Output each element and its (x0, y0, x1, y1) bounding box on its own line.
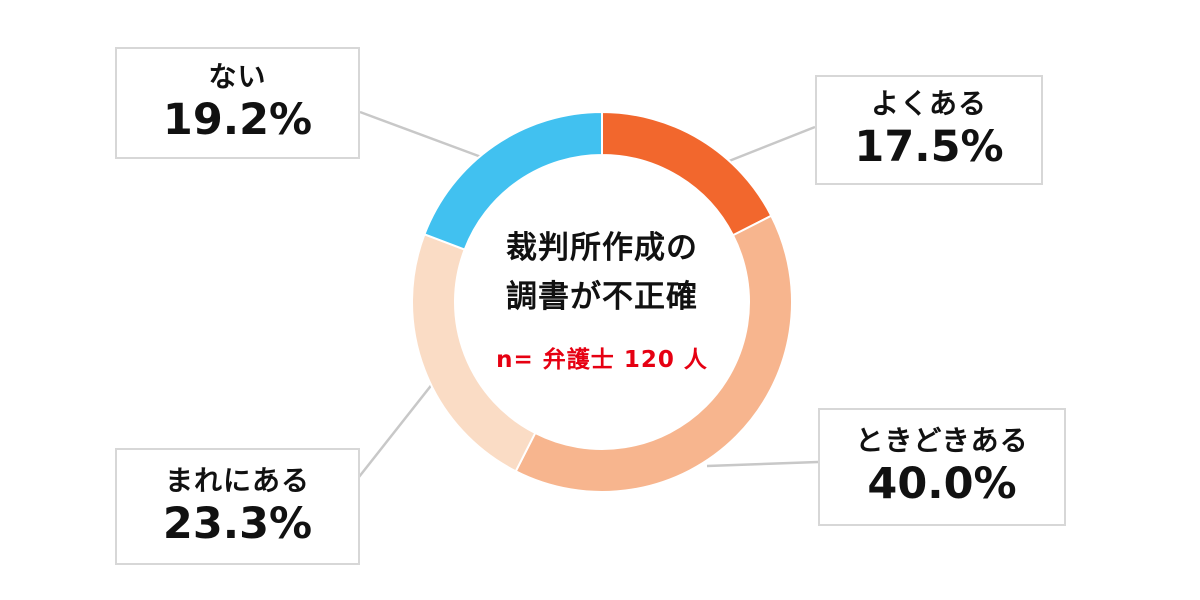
connector-line-yokuaru (723, 125, 816, 165)
callout-box-yokuaru: よくある 17.5% (815, 75, 1043, 185)
callout-box-tokidoki: ときどきある 40.0% (818, 408, 1066, 526)
donut-segments (411, 110, 793, 493)
callout-box-mareni: まれにある 23.3% (115, 448, 360, 565)
callout-box-nai: ない 19.2% (115, 47, 360, 159)
donut-segment-nai (423, 110, 603, 251)
segment-percentage: 23.3% (162, 498, 313, 549)
connector-line-nai (359, 110, 493, 163)
segment-label: まれにある (164, 463, 310, 497)
segment-label: よくある (870, 87, 987, 120)
connector-lines (354, 110, 819, 483)
donut-segment-tokidoki (514, 214, 793, 493)
donut-segment-yokuaru (601, 110, 773, 237)
segment-percentage: 17.5% (854, 122, 1004, 172)
segment-percentage: 19.2% (162, 95, 313, 145)
connector-line-mareni (354, 377, 438, 483)
donut-segment-mareni (411, 232, 537, 473)
segment-label: ときどきある (855, 424, 1029, 457)
segment-percentage: 40.0% (867, 459, 1017, 509)
connector-line-tokidoki (706, 460, 819, 468)
segment-label: ない (208, 60, 267, 93)
